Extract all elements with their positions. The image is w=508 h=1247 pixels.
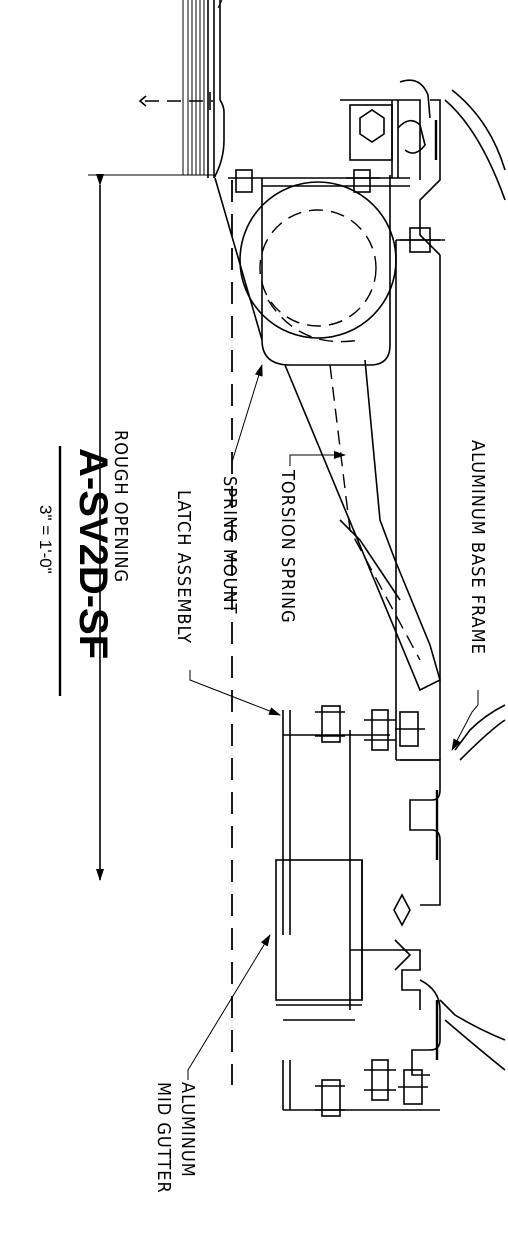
svg-text:A-SV2D-SF: A-SV2D-SF <box>71 448 115 659</box>
rough-opening-dimension <box>88 174 214 881</box>
latch-assembly <box>282 704 506 1010</box>
label-latch-assembly: LATCH ASSEMBLY <box>173 490 194 644</box>
torsion-spring <box>284 359 441 692</box>
svg-text:ALUMINUM BASE FRAME: ALUMINUM BASE FRAME <box>467 440 488 655</box>
aluminum-base-frame <box>395 239 441 761</box>
upper-clip-assembly <box>340 79 506 256</box>
spring-mount <box>214 169 410 366</box>
aluminum-mid-gutter <box>275 859 363 1006</box>
label-rough-opening: ROUGH OPENING <box>110 430 131 583</box>
svg-text:3" = 1'-0": 3" = 1'-0" <box>36 505 55 574</box>
svg-text:ROUGH OPENING: ROUGH OPENING <box>110 430 131 583</box>
drawing-title: A-SV2D-SF <box>71 448 115 659</box>
label-aluminum-base-frame: ALUMINUM BASE FRAME <box>467 440 488 655</box>
svg-text:MID GUTTER: MID GUTTER <box>153 1082 174 1194</box>
drawing-scale: 3" = 1'-0" <box>36 505 55 574</box>
svg-text:ALUMINUM: ALUMINUM <box>177 1082 198 1178</box>
wall-section <box>138 0 225 179</box>
svg-text:TORSION SPRING: TORSION SPRING <box>277 469 298 624</box>
svg-text:SPRING MOUNT: SPRING MOUNT <box>219 476 240 614</box>
label-spring-mount: SPRING MOUNT <box>219 476 240 614</box>
label-torsion-spring: TORSION SPRING <box>277 469 298 624</box>
label-aluminum-mid-gutter: ALUMINUM MID GUTTER <box>153 1082 198 1194</box>
lower-clip-assembly <box>282 939 506 1117</box>
svg-text:LATCH ASSEMBLY: LATCH ASSEMBLY <box>173 490 194 644</box>
leaders <box>187 364 479 1080</box>
